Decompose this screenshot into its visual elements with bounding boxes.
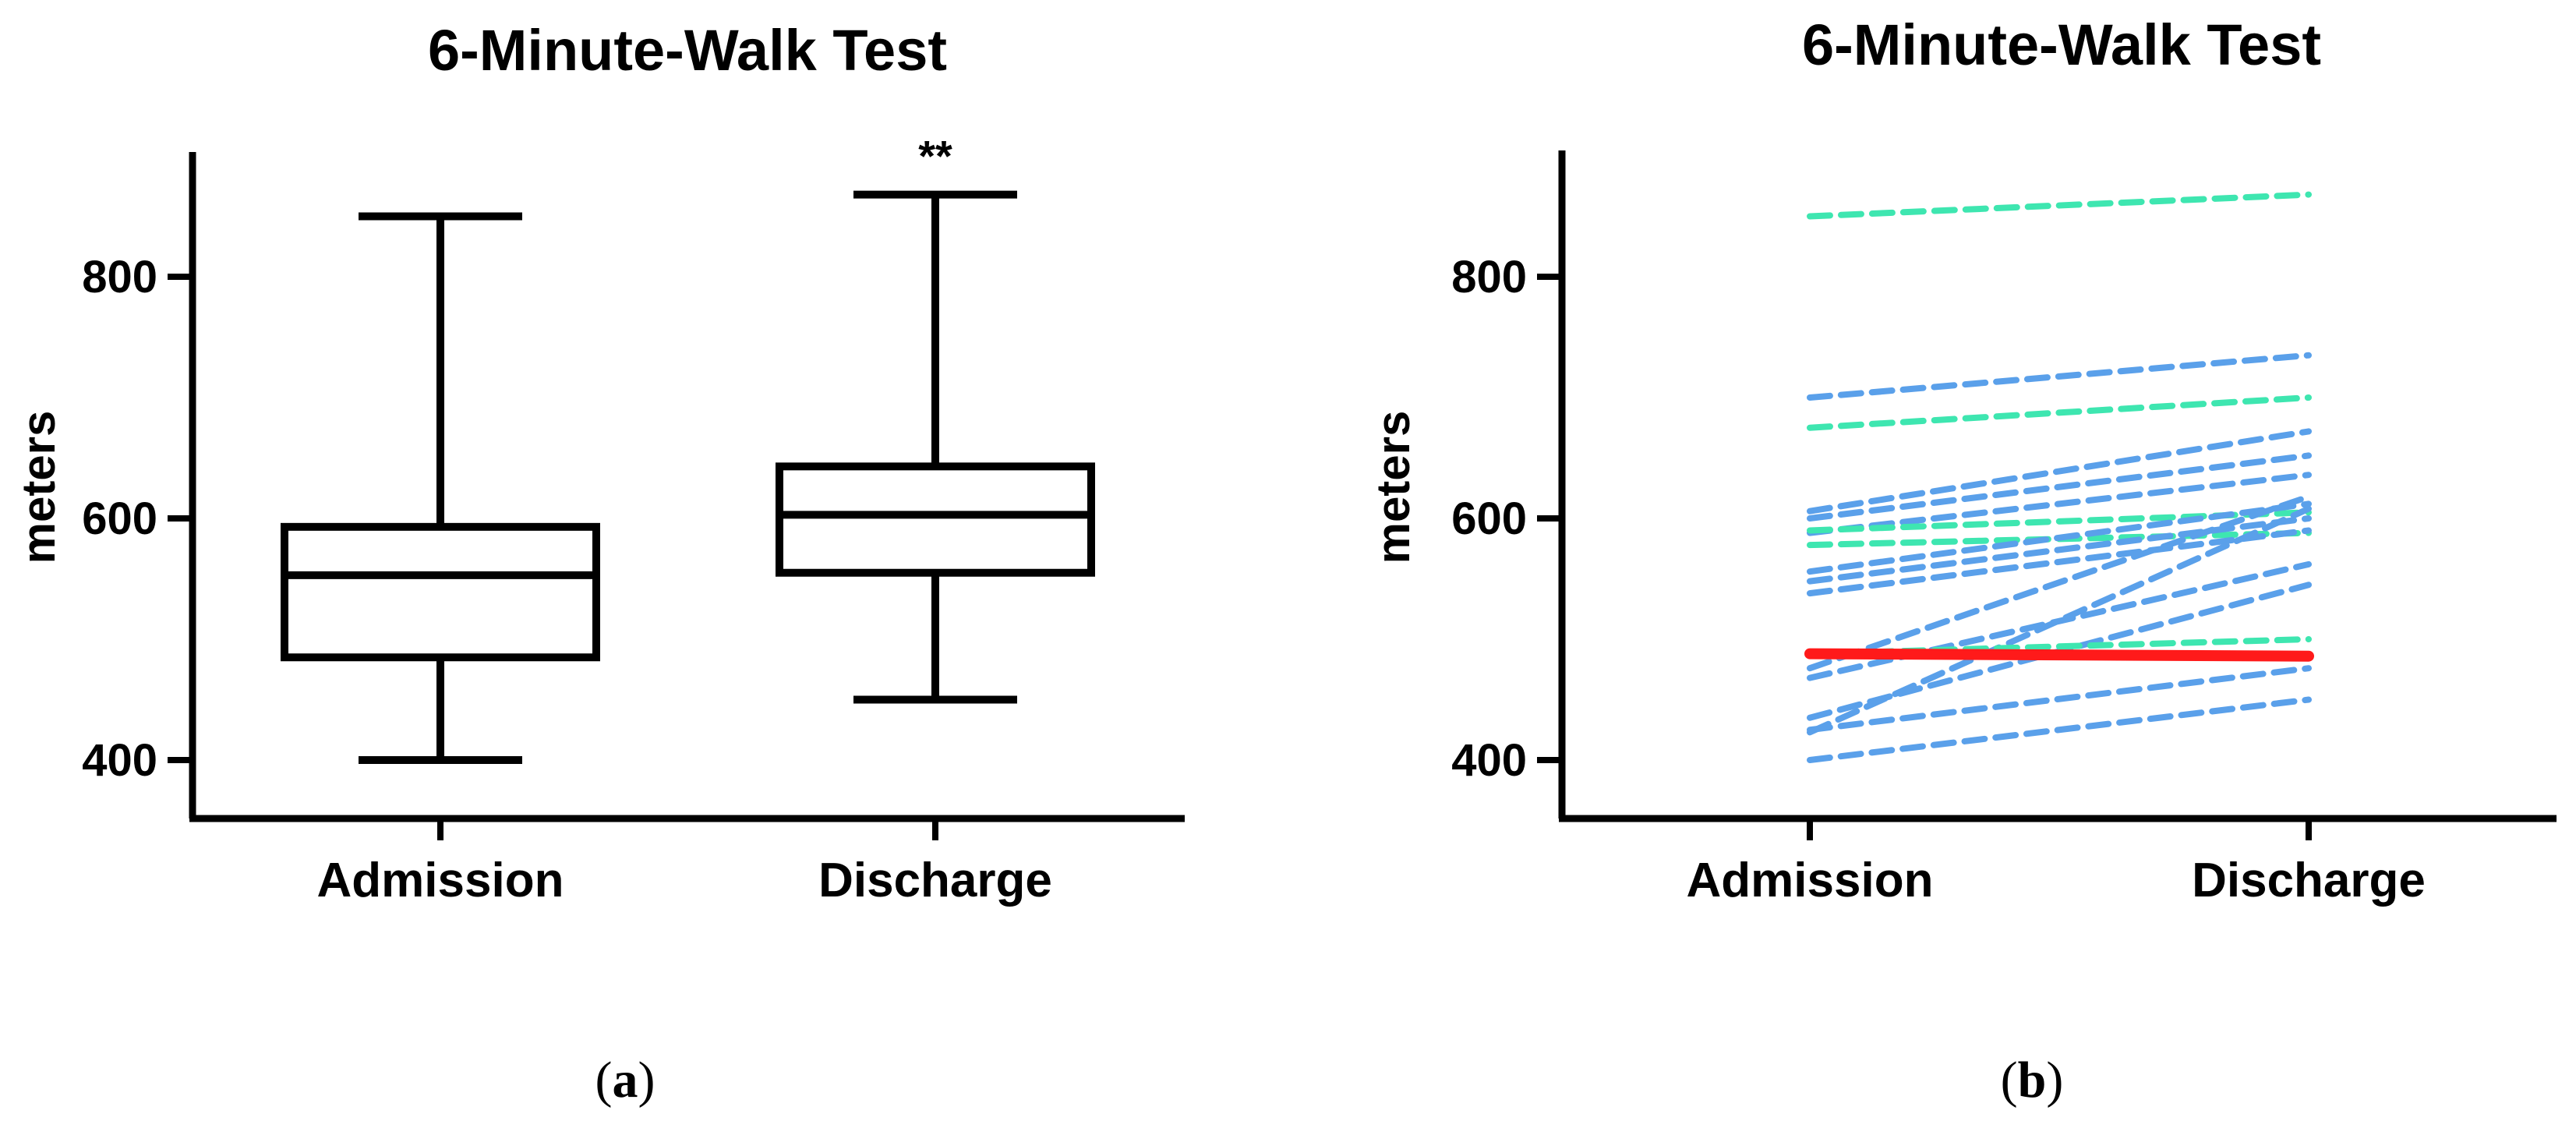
chart-b-y-tick-label-2: 800 <box>1451 252 1527 302</box>
panel-a-boxplot: 6-Minute-Walk Test meters 400 600 800 Admi… <box>12 18 1185 1109</box>
panel-b-lineplot: 6-Minute-Walk Test meters 400 600 800 Admi… <box>1367 12 2557 1109</box>
chart-a-panel-label: (a) <box>595 1052 655 1109</box>
chart-a-y-tick-label-2: 800 <box>82 252 157 302</box>
chart-b-title: 6-Minute-Walk Test <box>1802 12 2321 77</box>
chart-a-title: 6-Minute-Walk Test <box>428 18 947 83</box>
chart-b-series-line-0 <box>1807 191 2312 220</box>
chart-a-box-iqr-1 <box>776 462 1095 577</box>
chart-a-panel-label-letter: a <box>613 1052 638 1109</box>
chart-a-box-0 <box>281 212 600 764</box>
chart-b-series-line-1 <box>1807 352 2312 401</box>
chart-a-box-iqr-0 <box>281 522 600 662</box>
chart-b-series-line-11 <box>1807 493 2312 672</box>
chart-b-series-line-3 <box>1807 428 2312 514</box>
chart-b-series-line-9 <box>1807 515 2312 585</box>
chart-b-series-line-8 <box>1807 500 2312 575</box>
chart-b-y-tick-label-0: 400 <box>1451 735 1527 786</box>
chart-b-series-line-13 <box>1807 505 2312 736</box>
chart-a-y-tick-label-1: 600 <box>82 493 157 544</box>
chart-a-x-tick-label-0: Admission <box>317 854 564 907</box>
chart-b-panel-label: (b) <box>2001 1052 2064 1109</box>
chart-b-y-axis-label: meters <box>1367 411 1419 564</box>
chart-b-series-line-10 <box>1807 527 2312 597</box>
chart-a-box-1 <box>776 190 1095 704</box>
chart-b-panel-label-close: ) <box>2046 1052 2063 1109</box>
chart-a-y-axis-label: meters <box>12 411 65 564</box>
chart-b-x-tick-label-1: Discharge <box>2192 854 2426 907</box>
chart-b-y-tick-label-1: 600 <box>1451 493 1527 544</box>
chart-a-panel-label-open: ( <box>595 1052 613 1109</box>
chart-b-series-line-4 <box>1807 452 2312 522</box>
chart-b-x-tick-label-0: Admission <box>1687 854 1934 907</box>
chart-b-series-line-16 <box>1807 665 2312 734</box>
chart-a-panel-label-close: ) <box>638 1052 655 1109</box>
chart-a-significance-0: ** <box>918 132 952 181</box>
chart-a-x-tick-label-1: Discharge <box>818 854 1052 907</box>
chart-b-panel-label-letter: b <box>2018 1052 2047 1109</box>
chart-b-series-line-18 <box>1804 648 2314 662</box>
chart-b-series-line-17 <box>1807 696 2312 763</box>
chart-b-panel-label-open: ( <box>2001 1052 2018 1109</box>
chart-b-series-line-2 <box>1807 394 2312 431</box>
chart-a-y-tick-label-0: 400 <box>82 735 157 786</box>
chart-b-series-line-5 <box>1807 472 2312 536</box>
